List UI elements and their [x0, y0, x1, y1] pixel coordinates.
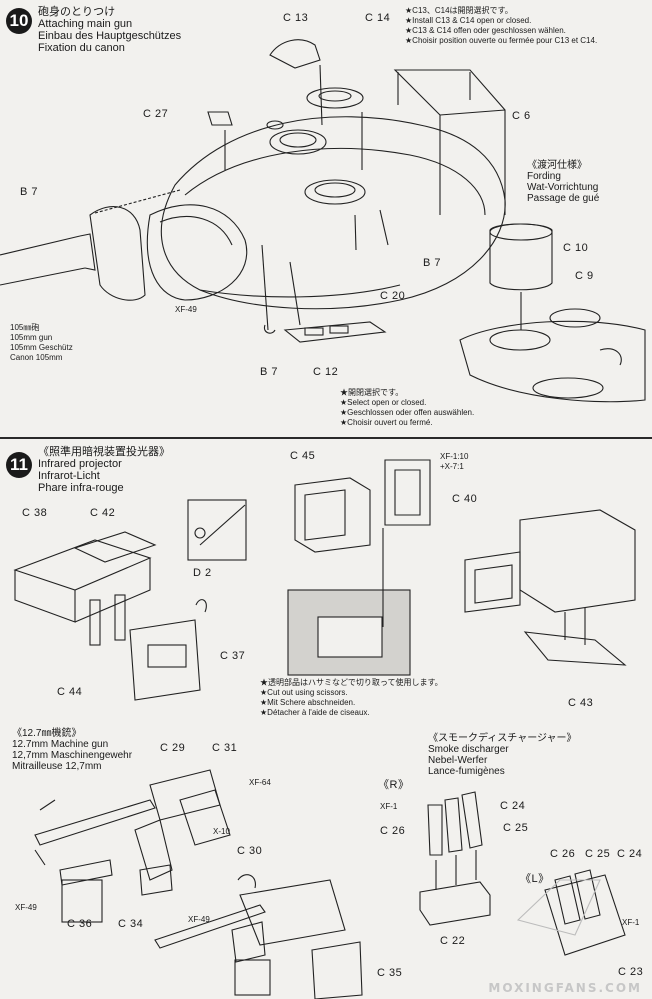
label-c36: C 36	[67, 918, 93, 930]
label-b7-bottom: B 7	[260, 366, 279, 378]
label-xf49-mount: XF-49	[188, 915, 210, 924]
label-c24-l: C 24	[617, 848, 643, 860]
label-c44: C 44	[57, 686, 83, 698]
label-l: 《L》	[520, 873, 550, 885]
title-en: Attaching main gun	[38, 18, 133, 30]
label-c24-r: C 24	[500, 800, 526, 812]
label-c23: C 23	[618, 966, 644, 978]
machine-gun-drawing	[34, 769, 363, 999]
label-b7-left: B 7	[20, 186, 39, 198]
step-divider	[0, 437, 652, 439]
label-c30: C 30	[237, 845, 263, 857]
label-c45: C 45	[290, 450, 316, 462]
fording-title: 《渡河仕様》 Fording Wat-Vorrichtung Passage d…	[527, 160, 600, 204]
label-c42: C 42	[90, 507, 116, 519]
title-de: Einbau des Hauptgeschützes	[38, 30, 182, 42]
cut-note: ★透明部品はハサミなどで切り取って使用します。 ★Cut out using s…	[260, 678, 443, 717]
label-c9: C 9	[575, 270, 594, 282]
smoke-discharger-drawing	[419, 791, 626, 956]
label-b7-right: B 7	[423, 257, 442, 269]
label-c35: C 35	[377, 967, 403, 979]
step-number-11: 11	[6, 452, 32, 478]
label-xf1-l: XF-1	[622, 918, 640, 927]
label-xf49-mg: XF-49	[15, 903, 37, 912]
title-fr: Fixation du canon	[38, 42, 125, 54]
label-c37: C 37	[220, 650, 246, 662]
label-c25-r: C 25	[503, 822, 529, 834]
label-c6: C 6	[512, 110, 531, 122]
label-c10: C 10	[563, 242, 589, 254]
label-c20: C 20	[380, 290, 406, 302]
label-c34: C 34	[118, 918, 144, 930]
title-ja: 砲身のとりつけ	[38, 6, 116, 18]
label-c12: C 12	[313, 366, 339, 378]
label-c31: C 31	[212, 742, 238, 754]
label-c26-r: C 26	[380, 825, 406, 837]
gun-note: 105㎜砲 105mm gun 105mm Geschütz Canon 105…	[10, 323, 73, 362]
watermark: MOXINGFANS.COM	[488, 981, 642, 995]
label-c29: C 29	[160, 742, 186, 754]
note-open-closed: ★開閉選択です。 ★Select open or closed. ★Geschl…	[340, 388, 475, 427]
step-11-title: 《照準用暗視装置投光器》 Infrared projector Infrarot…	[38, 446, 170, 494]
c45-c40-drawing	[287, 459, 431, 676]
step-10-title: 砲身のとりつけ Attaching main gun Einbau des Ha…	[38, 6, 181, 54]
projector-drawing	[13, 499, 247, 701]
label-xf49-step10: XF-49	[175, 305, 197, 314]
label-r: 《R》	[378, 779, 410, 791]
label-c13: C 13	[283, 12, 309, 24]
label-c27: C 27	[143, 108, 169, 120]
paint-mix-note: XF-1:10 +X-7:1	[440, 452, 469, 471]
label-c38: C 38	[22, 507, 48, 519]
fording-drawing	[459, 223, 646, 403]
label-d2: D 2	[193, 567, 212, 579]
label-c40: C 40	[452, 493, 478, 505]
label-c43: C 43	[568, 697, 594, 709]
label-x10: X-10	[213, 827, 230, 836]
label-c26-l: C 26	[550, 848, 576, 860]
step-number-10: 10	[6, 8, 32, 34]
label-c25-l: C 25	[585, 848, 611, 860]
label-xf64: XF-64	[249, 778, 271, 787]
turret-drawing	[0, 39, 506, 343]
smoke-title: 《スモークディスチャージャー》 Smoke discharger Nebel-W…	[428, 733, 577, 777]
label-xf1-r: XF-1	[380, 802, 398, 811]
mg-title: 《12.7㎜機銃》 12.7mm Machine gun 12,7mm Masc…	[12, 728, 133, 772]
note-c13-c14: ★C13、C14は開閉選択です。 ★Install C13 & C14 open…	[405, 6, 598, 45]
c43-drawing	[464, 509, 636, 666]
label-c22: C 22	[440, 935, 466, 947]
label-c14: C 14	[365, 12, 391, 24]
